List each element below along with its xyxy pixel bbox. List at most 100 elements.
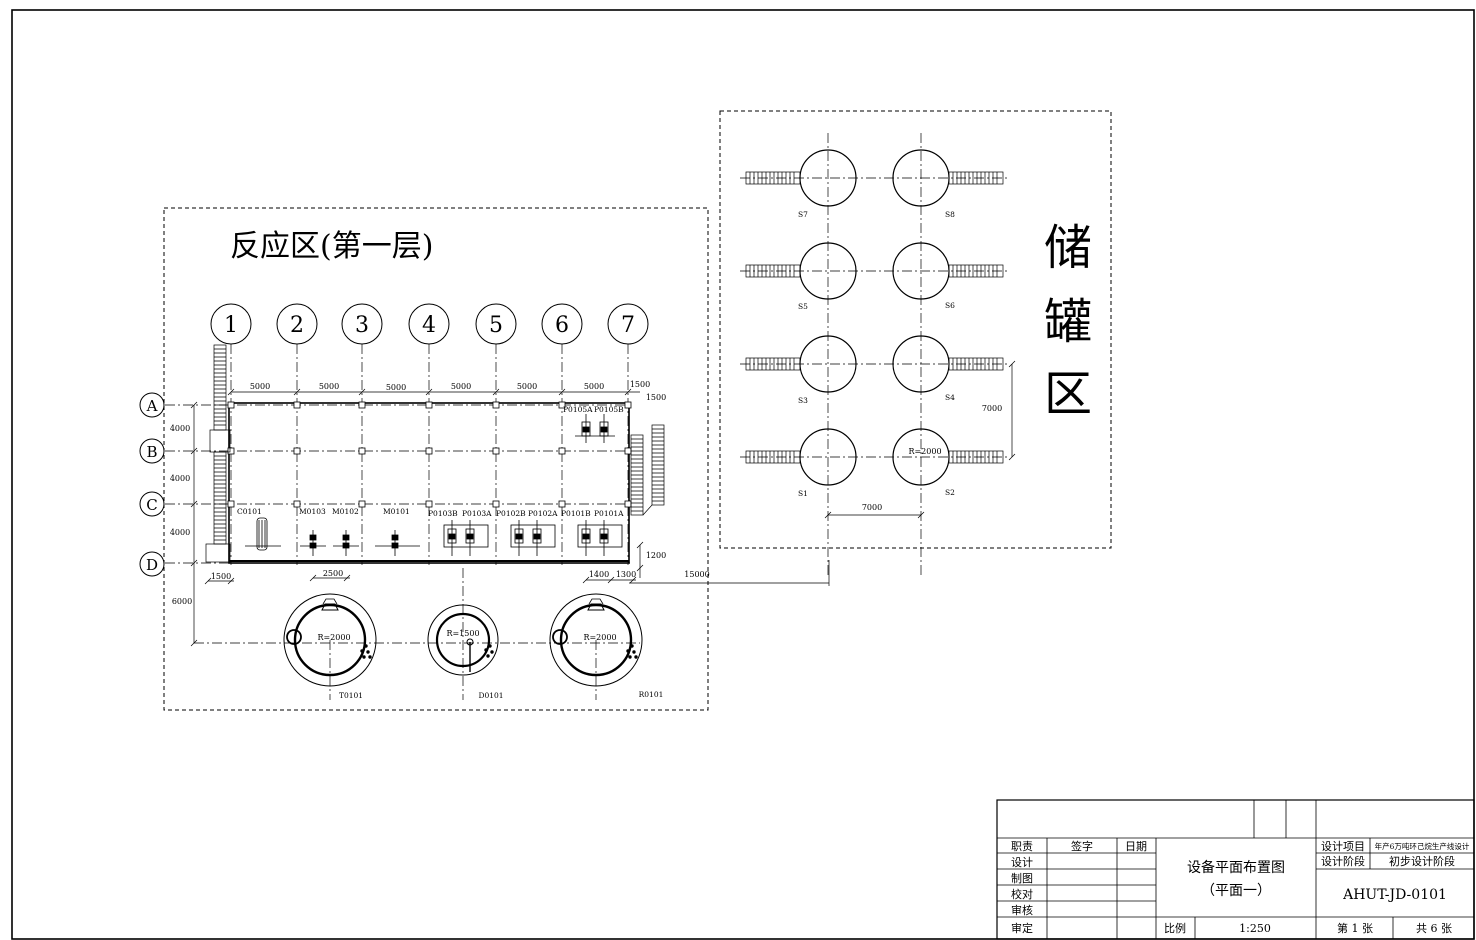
dim-top-2: 5000 — [319, 382, 339, 391]
radius-r0101: R=2000 — [583, 633, 616, 642]
dim-bottom-r1: 1400 — [589, 570, 609, 579]
tag-p0103a: P0103A — [462, 509, 492, 518]
tb-date: 日期 — [1125, 840, 1147, 853]
dim-line-top — [227, 388, 640, 396]
axis-5: 5 — [489, 313, 503, 338]
tag-p0103b: P0103B — [428, 509, 458, 518]
row-a: A — [146, 397, 158, 415]
storage-tanks — [799, 149, 950, 486]
tag-p0101a: P0101A — [594, 509, 624, 518]
tag-p0105a: P0105A — [563, 405, 593, 414]
dim-line-left — [190, 401, 640, 647]
axis-3: 3 — [355, 313, 369, 338]
tank-r0101 — [549, 593, 643, 687]
reaction-zone-boundary — [163, 207, 709, 711]
storage-dim-h: 7000 — [862, 503, 882, 512]
radius-t0101: R=2000 — [317, 633, 350, 642]
tb-role-6: 审定 — [1011, 921, 1033, 935]
tb-role-1: 职责 — [1011, 840, 1033, 853]
radius-d0101: R=1500 — [446, 629, 479, 638]
tb-stage-label: 设计阶段 — [1321, 854, 1365, 868]
tb-sheet: 第 1 张 — [1337, 921, 1373, 935]
label-r0101: R0101 — [639, 690, 664, 699]
drawing-frame — [11, 9, 1475, 940]
axis-2: 2 — [290, 313, 304, 338]
dim-link-15000: 15000 — [684, 570, 709, 579]
reaction-zone-title: 反应区(第一层) — [230, 229, 433, 264]
storage-radius: R=2000 — [908, 447, 941, 456]
dim-top-1: 5000 — [250, 382, 270, 391]
label-t0101: T0101 — [339, 691, 363, 700]
storage-s7: S7 — [798, 210, 808, 219]
grid-lines — [165, 344, 630, 700]
tb-drawing-title-2: （平面一） — [1201, 883, 1271, 899]
storage-s3: S3 — [798, 396, 808, 405]
tb-project: 年产6万吨环己烷生产线设计 — [1375, 841, 1470, 851]
tb-stage: 初步设计阶段 — [1389, 854, 1455, 868]
tb-drawing-title-1: 设备平面布置图 — [1187, 859, 1285, 876]
dim-bottom-r2: 1300 — [616, 570, 636, 579]
stair-left — [205, 344, 231, 563]
dim-left-3: 4000 — [170, 528, 190, 537]
axis-6: 6 — [555, 313, 569, 338]
tag-p0102a: P0102A — [528, 509, 558, 518]
equipment-symbols — [245, 414, 623, 556]
axis-1: 1 — [224, 313, 238, 338]
tb-total: 共 6 张 — [1416, 922, 1452, 935]
storage-s4: S4 — [945, 393, 955, 402]
tb-scale: 1:250 — [1239, 922, 1271, 935]
tag-m0101: M0101 — [383, 507, 410, 516]
tank-t0101 — [283, 593, 377, 687]
dim-top-4: 5000 — [451, 382, 471, 391]
storage-title-3: 区 — [1044, 366, 1092, 422]
tb-drawing-no: AHUT-JD-0101 — [1342, 887, 1447, 903]
tb-project-label: 设计项目 — [1321, 840, 1365, 853]
dim-right-top: 1500 — [646, 393, 666, 402]
tb-scale-label: 比例 — [1164, 921, 1186, 935]
tb-role-3: 制图 — [1011, 872, 1033, 885]
tag-m0102: M0102 — [332, 507, 359, 516]
storage-s2: S2 — [945, 488, 955, 497]
storage-dim-v: 7000 — [982, 404, 1002, 413]
axis-bubbles — [210, 303, 649, 345]
dim-right-1200: 1200 — [646, 551, 666, 560]
storage-title-1: 储 — [1044, 220, 1092, 276]
storage-s1: S1 — [798, 489, 808, 498]
row-d: D — [146, 556, 158, 574]
tag-m0103: M0103 — [299, 507, 326, 516]
tag-p0105b: P0105B — [594, 405, 624, 414]
dim-bottom-mid: 2500 — [323, 569, 343, 578]
dim-top-7: 1500 — [630, 380, 650, 389]
tb-sign: 签字 — [1071, 839, 1093, 853]
storage-dims — [824, 360, 1016, 519]
storage-zone-boundary — [719, 110, 1112, 549]
row-c: C — [146, 496, 157, 514]
storage-s8: S8 — [945, 210, 955, 219]
tb-role-4: 校对 — [1011, 887, 1033, 901]
axis-7: 7 — [621, 313, 635, 338]
dim-left-4: 6000 — [172, 597, 192, 606]
dim-left-1: 4000 — [170, 424, 190, 433]
label-d0101: D0101 — [478, 691, 503, 700]
tb-role-2: 设计 — [1011, 856, 1033, 869]
tb-role-5: 审核 — [1011, 903, 1033, 917]
storage-ladders — [745, 171, 1004, 464]
title-block — [996, 799, 1475, 940]
stair-right — [630, 424, 665, 516]
tag-c0101: C0101 — [237, 507, 262, 516]
dim-bottom-left: 1500 — [211, 572, 231, 581]
tank-d0101 — [427, 604, 499, 676]
axis-4: 4 — [422, 313, 436, 338]
tag-p0102b: P0102B — [496, 509, 526, 518]
storage-title-2: 罐 — [1044, 294, 1092, 350]
row-b: B — [146, 443, 157, 461]
dim-left-2: 4000 — [170, 474, 190, 483]
row-bubbles — [139, 392, 165, 577]
tag-p0101b: P0101B — [561, 509, 591, 518]
columns — [227, 401, 632, 508]
storage-s5: S5 — [798, 302, 808, 311]
dim-top-5: 5000 — [517, 382, 537, 391]
dim-top-6: 5000 — [584, 382, 604, 391]
storage-s6: S6 — [945, 301, 955, 310]
